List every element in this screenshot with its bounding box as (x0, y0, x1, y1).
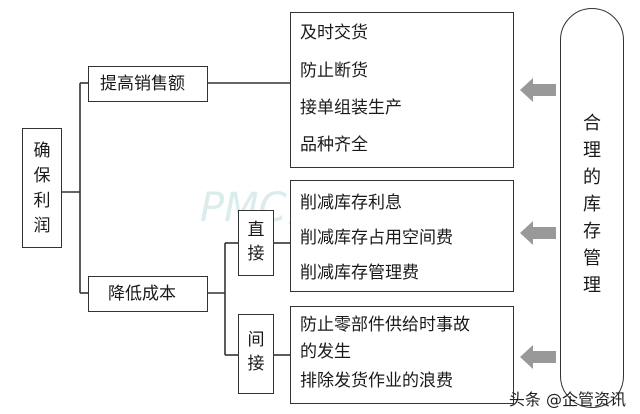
sales-item: 防止断货 (300, 61, 368, 81)
right-panel (560, 8, 624, 408)
root-box (22, 128, 62, 248)
sales-item: 及时交货 (300, 23, 368, 43)
root-label: 确保利润 (33, 141, 51, 236)
sub-direct-box (238, 210, 274, 276)
branch-sales-label: 提高销售额 (100, 74, 185, 94)
sub-indirect-box (238, 314, 274, 394)
indirect-item: 防止零部件供给时事故 (300, 315, 470, 335)
branch-cost-label: 降低成本 (108, 284, 176, 304)
sales-items-box (290, 12, 514, 168)
sub-indirect-label: 间接 (247, 330, 265, 374)
branch-cost-box (88, 276, 208, 312)
direct-item: 削减库存占用空间费 (300, 228, 453, 248)
branch-sales-box (88, 66, 208, 102)
direct-items-box (290, 180, 514, 292)
right-panel-label: 合理的库存管理 (583, 113, 601, 296)
indirect-items-box (290, 306, 514, 404)
arrow-direct (520, 221, 556, 245)
direct-item: 削减库存管理费 (300, 263, 419, 283)
sales-item: 接单组装生产 (300, 98, 402, 118)
direct-item: 削减库存利息 (300, 193, 402, 213)
sub-direct-label: 直接 (247, 220, 265, 264)
arrow-indirect (520, 345, 556, 369)
footer-credit: 头条 @企管资讯 (508, 390, 626, 409)
indirect-item: 的发生 (300, 342, 351, 362)
arrow-sales (520, 78, 556, 102)
indirect-item: 排除发货作业的浪费 (300, 371, 453, 391)
sales-item: 品种齐全 (300, 135, 368, 155)
